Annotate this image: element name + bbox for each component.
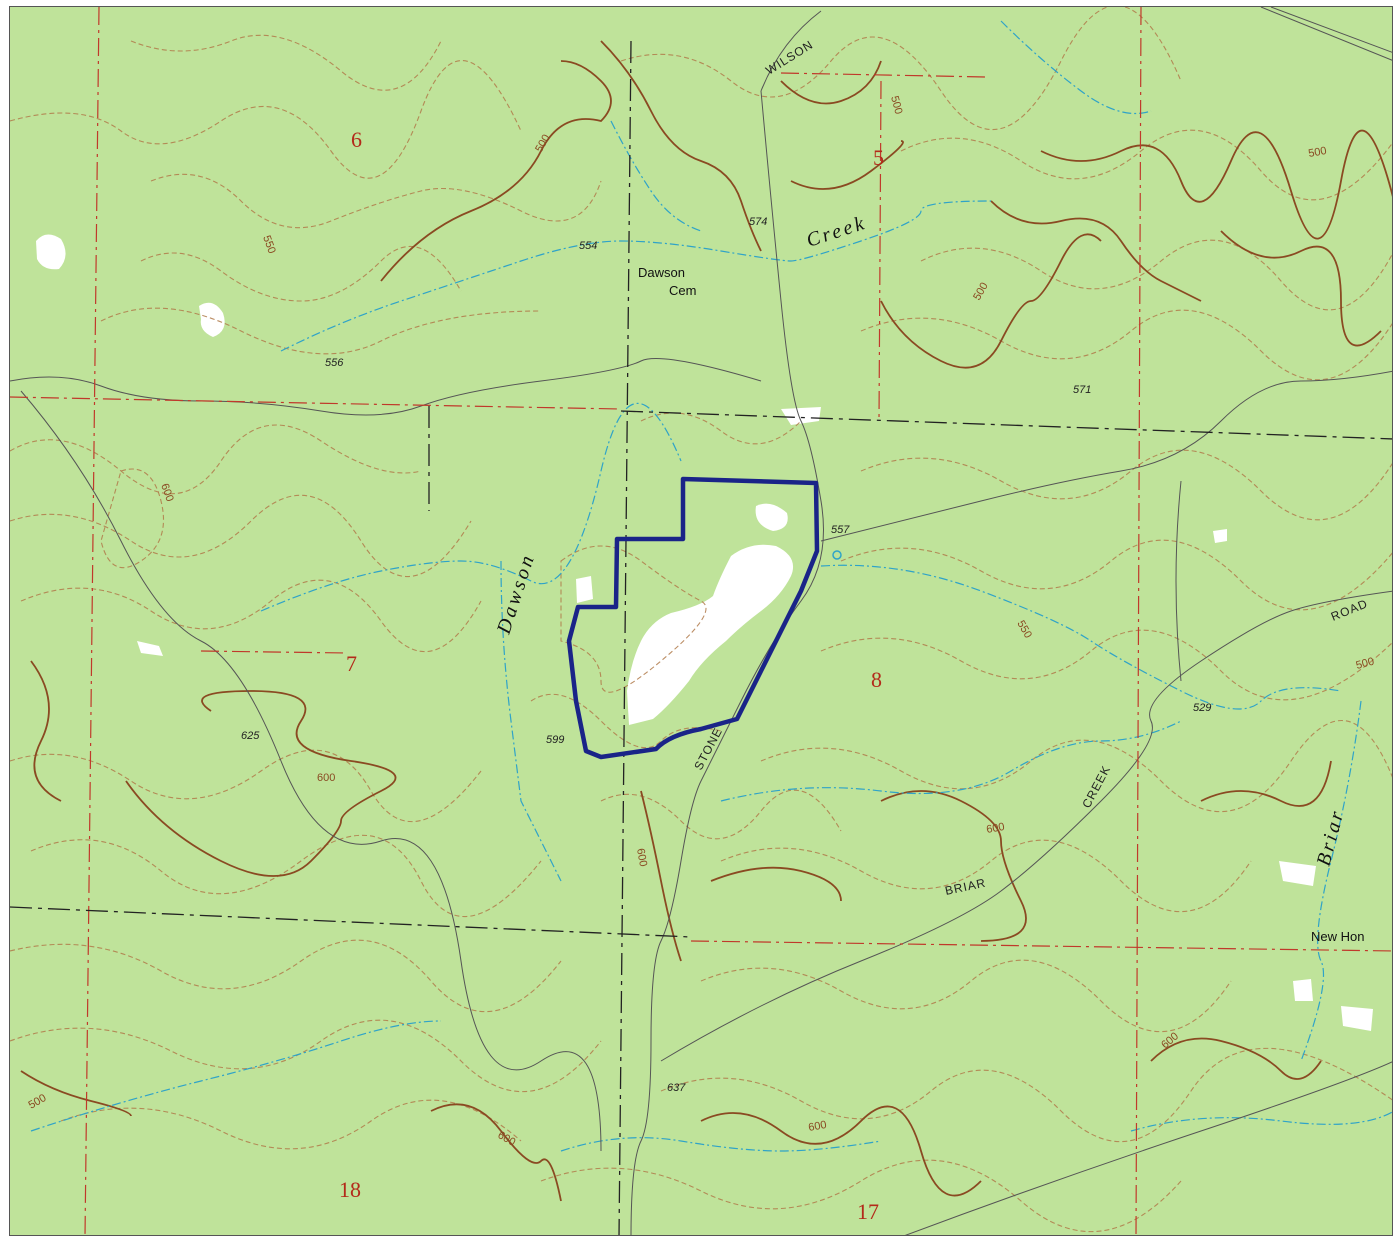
contour-label-600: 600 [807,1119,827,1134]
cemetery-label-2: Cem [669,283,696,298]
contour-label-500: 500 [888,95,904,116]
cemetery-label: Dawson [638,265,685,280]
section-number-7: 7 [346,651,357,676]
index-contours [20,40,1392,1202]
section-number-6: 6 [351,127,362,152]
elevation-554: 554 [579,240,597,252]
contour-label-600: 600 [634,847,649,867]
section-number-17: 17 [857,1199,879,1224]
section-lines [10,7,1392,1235]
contour-label-500: 500 [1355,656,1376,672]
section-numbers: 6 5 7 8 18 17 [339,127,884,1224]
elevation-637: 637 [667,1082,686,1094]
clearings [36,234,1373,1031]
elevation-556: 556 [325,357,344,369]
elevation-571: 571 [1073,384,1091,396]
elevation-574: 574 [749,216,767,228]
section-number-5: 5 [873,145,884,170]
topographic-map: 6 5 7 8 18 17 Dawson Cem New Hon Creek D… [9,6,1393,1236]
contour-label-600: 600 [317,772,335,784]
elevation-625: 625 [241,730,260,742]
property-boundary [566,476,820,760]
streams [30,20,1392,1152]
contour-label-550: 550 [260,234,278,255]
contour-label-600: 600 [985,821,1005,836]
contour-label-600: 600 [158,482,176,503]
elevation-599: 599 [546,734,564,746]
contour-label-500: 500 [1307,145,1327,160]
place-new-hope: New Hon [1311,929,1364,944]
section-number-18: 18 [339,1177,361,1202]
elevation-529: 529 [1193,702,1211,714]
pond-icon [832,550,842,560]
spot-elevations: 554 574 556 571 557 529 599 625 637 [241,216,1211,1094]
section-number-8: 8 [871,667,882,692]
map-canvas: 6 5 7 8 18 17 Dawson Cem New Hon Creek D… [10,7,1392,1235]
elevation-557: 557 [831,524,850,536]
